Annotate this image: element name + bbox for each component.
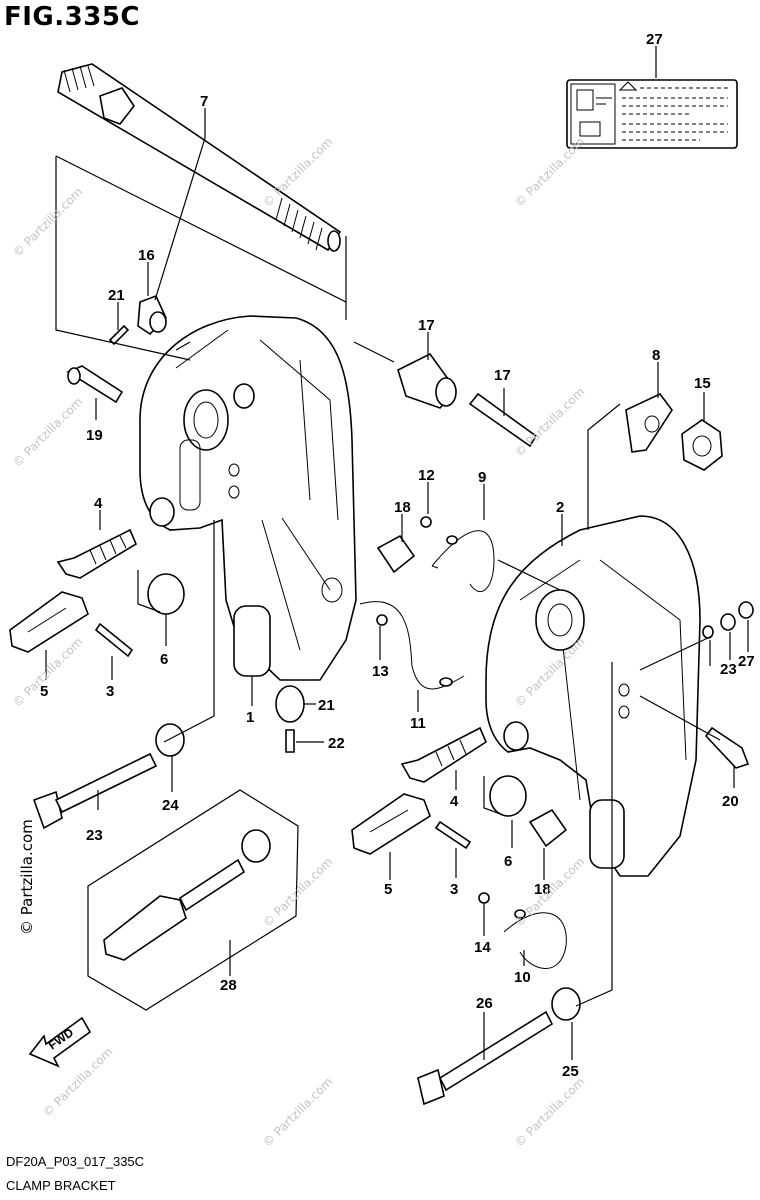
part-bushing-17-right (528, 808, 568, 848)
callout-3-left: 3 (106, 683, 114, 700)
part-bolt-18-left (66, 365, 124, 404)
callout-5-right: 5 (384, 881, 392, 898)
reference-lines (55, 155, 721, 1007)
callout-6-right: 6 (504, 853, 512, 870)
callout-4-right: 4 (450, 793, 459, 810)
part-cap-6-right (489, 775, 527, 817)
callout-22: 23 (720, 661, 737, 678)
part-pad-5-right (351, 793, 431, 855)
callout-2: 2 (556, 499, 564, 516)
callout-19: 21 (108, 287, 125, 304)
part-screw-12 (376, 516, 490, 904)
fwd-arrow: FWD (28, 1016, 92, 1068)
part-washer-23-left (155, 723, 185, 757)
callout-12-bottom: 14 (474, 939, 491, 956)
part-wire-9 (431, 530, 495, 593)
part-wire-10-terminal (514, 909, 526, 919)
watermark-vertical: © Partzilla.com (18, 819, 36, 935)
part-washer-22 (720, 613, 736, 631)
callout-12-top: 12 (418, 467, 435, 484)
part-wire-9-terminal (446, 535, 458, 545)
part-pin-3-right (434, 820, 472, 850)
part-nut-25 (738, 601, 754, 619)
callout-8: 8 (652, 347, 660, 364)
callout-11: 11 (410, 715, 426, 732)
part-bushing-14 (137, 294, 167, 336)
callout-25: 27 (738, 653, 755, 670)
callout-23-left: 24 (162, 797, 179, 814)
part-bolt-21-long (32, 752, 158, 830)
part-kit-28 (87, 789, 299, 1011)
part-clamp-bracket-left (139, 315, 357, 681)
callout-20: 21 (318, 697, 335, 714)
callout-14: 16 (138, 247, 155, 264)
callout-4-left: 4 (94, 495, 103, 512)
callout-10: 10 (514, 969, 531, 986)
callout-9: 9 (478, 469, 486, 486)
callout-6-left: 6 (160, 651, 168, 668)
callout-17-right: 18 (534, 881, 551, 898)
callout-24: 26 (476, 995, 493, 1012)
part-bolt-18-right (704, 726, 750, 769)
callout-27: 27 (646, 31, 663, 48)
callout-28: 28 (220, 977, 237, 994)
part-screw-4-right (400, 726, 488, 783)
callout-12-mid: 13 (372, 663, 389, 680)
part-wire-11-terminal (439, 677, 453, 687)
part-rubber-20 (275, 685, 305, 723)
callout-18-right: 20 (722, 793, 739, 810)
part-wire-11 (359, 601, 465, 690)
callout-17-left: 18 (394, 499, 411, 516)
callout-23-right: 25 (562, 1063, 579, 1080)
part-wire-10 (503, 912, 567, 969)
figure-title: FIG.335C (4, 2, 141, 32)
callout-13: 15 (694, 375, 711, 392)
callout-18-left: 19 (86, 427, 103, 444)
part-bolt-24 (417, 1010, 554, 1106)
part-screw-21 (285, 729, 295, 753)
part-nut-13 (681, 419, 723, 471)
callout-15: 17 (494, 367, 511, 384)
callout-7: 7 (200, 93, 208, 110)
part-plate-8 (625, 392, 673, 453)
part-pin-3-left (94, 622, 134, 658)
callout-21-screw: 22 (328, 735, 345, 752)
part-clamp-bracket-right (485, 515, 701, 877)
part-pin-19 (108, 324, 130, 346)
part-washer-23-right (551, 987, 581, 1021)
part-sleeve-16 (397, 352, 458, 409)
figure-name: CLAMP BRACKET (6, 1178, 116, 1193)
part-pad-5-left (9, 591, 89, 653)
callout-21-bolt: 23 (86, 827, 103, 844)
callout-3-right: 3 (450, 881, 458, 898)
figure-code: DF20A_P03_017_335C (6, 1154, 145, 1169)
callout-5-left: 5 (40, 683, 48, 700)
callout-1: 1 (246, 709, 254, 726)
part-screw-4-left (56, 528, 138, 579)
part-pin-15 (468, 392, 538, 448)
part-bushing-17-left (376, 534, 416, 574)
callout-16: 17 (418, 317, 435, 334)
leader-lines (45, 46, 749, 1060)
part-cap-6-left (147, 573, 185, 615)
callout-labels: 7 27 16 21 17 17 8 15 19 12 9 18 2 4 6 5… (40, 31, 755, 1080)
part-warning-label (566, 79, 738, 149)
